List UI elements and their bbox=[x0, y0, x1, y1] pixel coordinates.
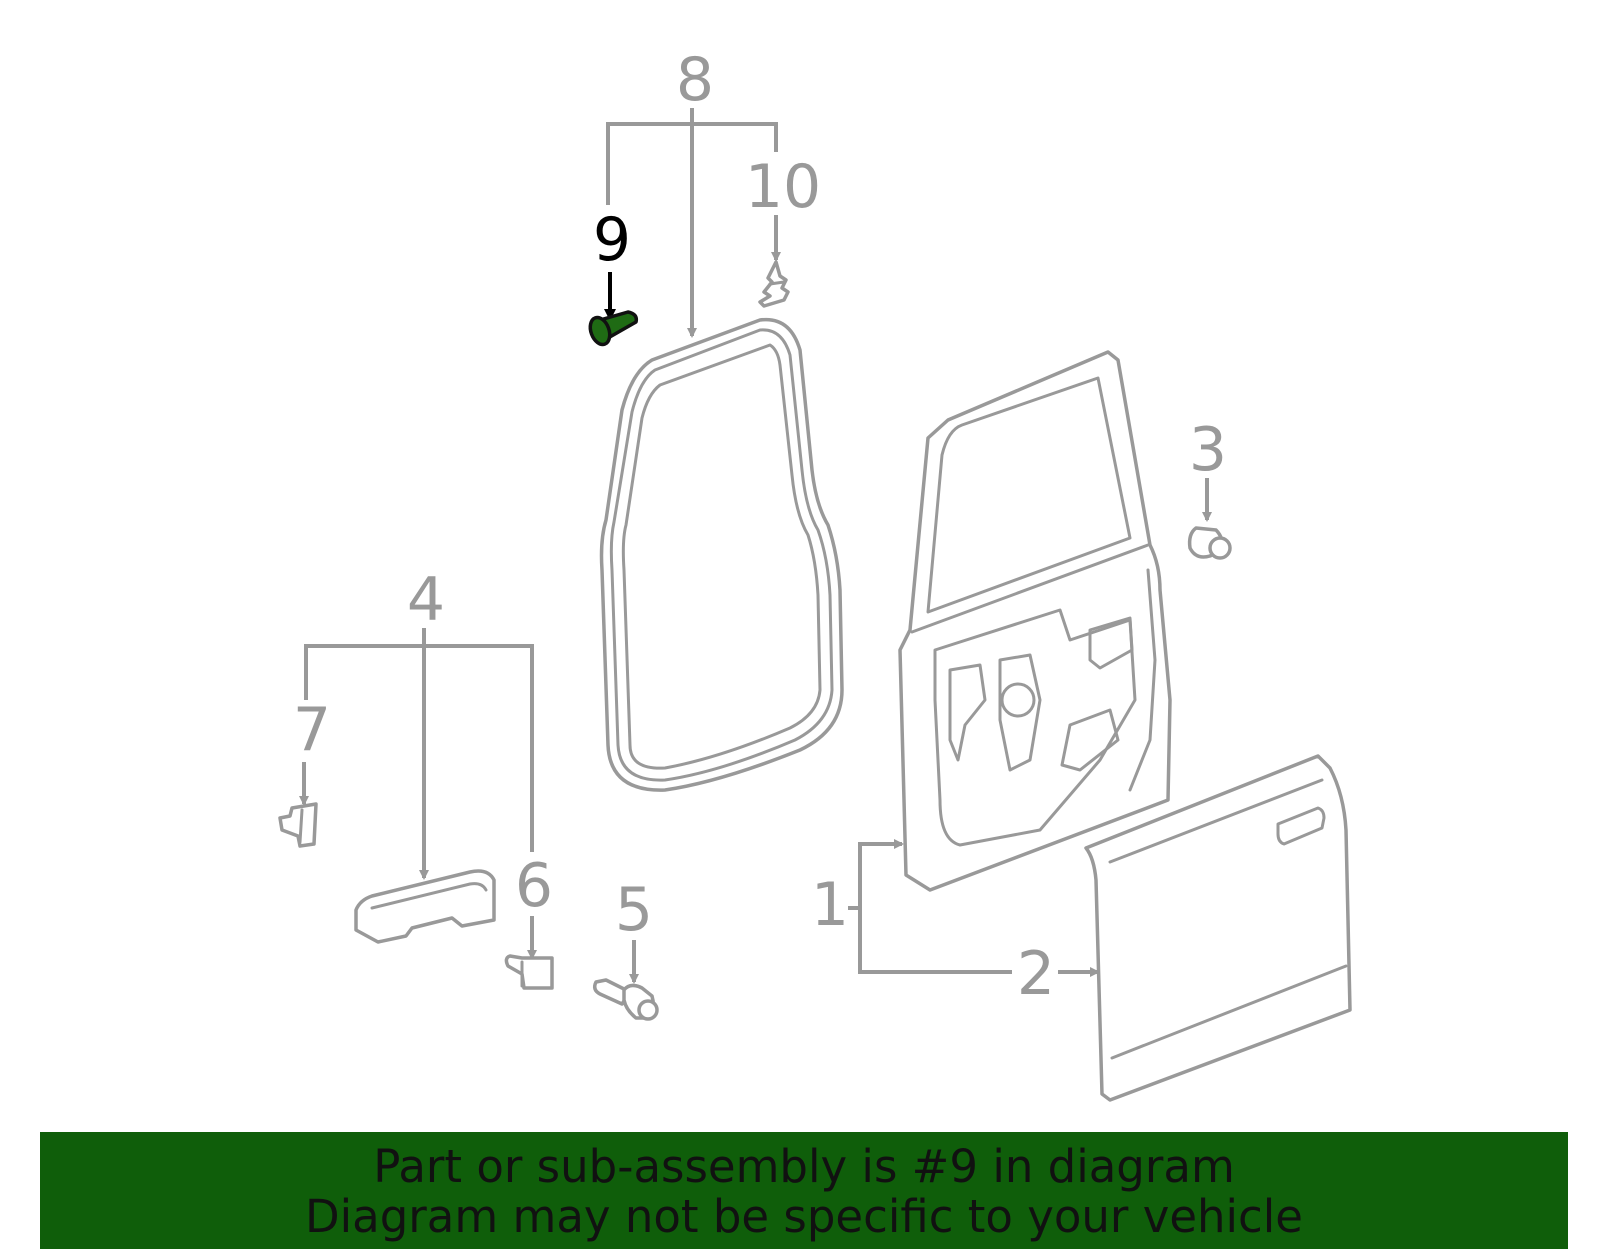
part-5-bolt[interactable] bbox=[592, 978, 659, 1021]
callout-2-group: 2 bbox=[1017, 939, 1100, 1009]
callout-4-label[interactable]: 4 bbox=[407, 565, 445, 635]
callout-1-label[interactable]: 1 bbox=[811, 870, 849, 940]
part-9-fastener[interactable] bbox=[587, 310, 639, 347]
part-2-outer-panel[interactable] bbox=[1084, 754, 1352, 1102]
callout-1-group: 1 bbox=[811, 839, 1012, 974]
banner-line-2: Diagram may not be specific to your vehi… bbox=[305, 1190, 1303, 1243]
callout-10-label[interactable]: 10 bbox=[745, 152, 821, 222]
callout-6-group: 6 bbox=[504, 851, 554, 990]
callout-10-group: 10 bbox=[745, 152, 821, 308]
callout-5-group: 5 bbox=[592, 875, 659, 1021]
part-3-plug[interactable] bbox=[1187, 526, 1232, 560]
callout-7-label[interactable]: 7 bbox=[293, 695, 331, 765]
callout-3-label[interactable]: 3 bbox=[1189, 415, 1227, 485]
callout-5-label[interactable]: 5 bbox=[615, 875, 653, 945]
callout-7-group: 7 bbox=[278, 695, 331, 848]
part-4-handle[interactable] bbox=[354, 869, 496, 944]
callout-8-label[interactable]: 8 bbox=[676, 45, 714, 115]
part-1-door-shell[interactable] bbox=[898, 350, 1172, 892]
callout-2-label[interactable]: 2 bbox=[1017, 939, 1055, 1009]
callout-9-group: 9 bbox=[587, 205, 639, 347]
callout-4-group: 4 bbox=[304, 565, 534, 944]
part-8-weatherstrip[interactable] bbox=[599, 317, 844, 792]
part-7-clip[interactable] bbox=[278, 802, 318, 848]
banner-line-1: Part or sub-assembly is #9 in diagram bbox=[373, 1140, 1235, 1193]
part-6-clip[interactable] bbox=[504, 954, 554, 990]
callout-8-group: 8 bbox=[606, 45, 778, 338]
callout-9-label[interactable]: 9 bbox=[593, 205, 631, 275]
info-banner: Part or sub-assembly is #9 in diagram Di… bbox=[40, 1132, 1568, 1249]
part-10-clip[interactable] bbox=[758, 260, 790, 308]
callout-6-label[interactable]: 6 bbox=[515, 851, 553, 921]
callout-3-group: 3 bbox=[1187, 415, 1232, 560]
callout-4-bracket bbox=[304, 644, 534, 852]
